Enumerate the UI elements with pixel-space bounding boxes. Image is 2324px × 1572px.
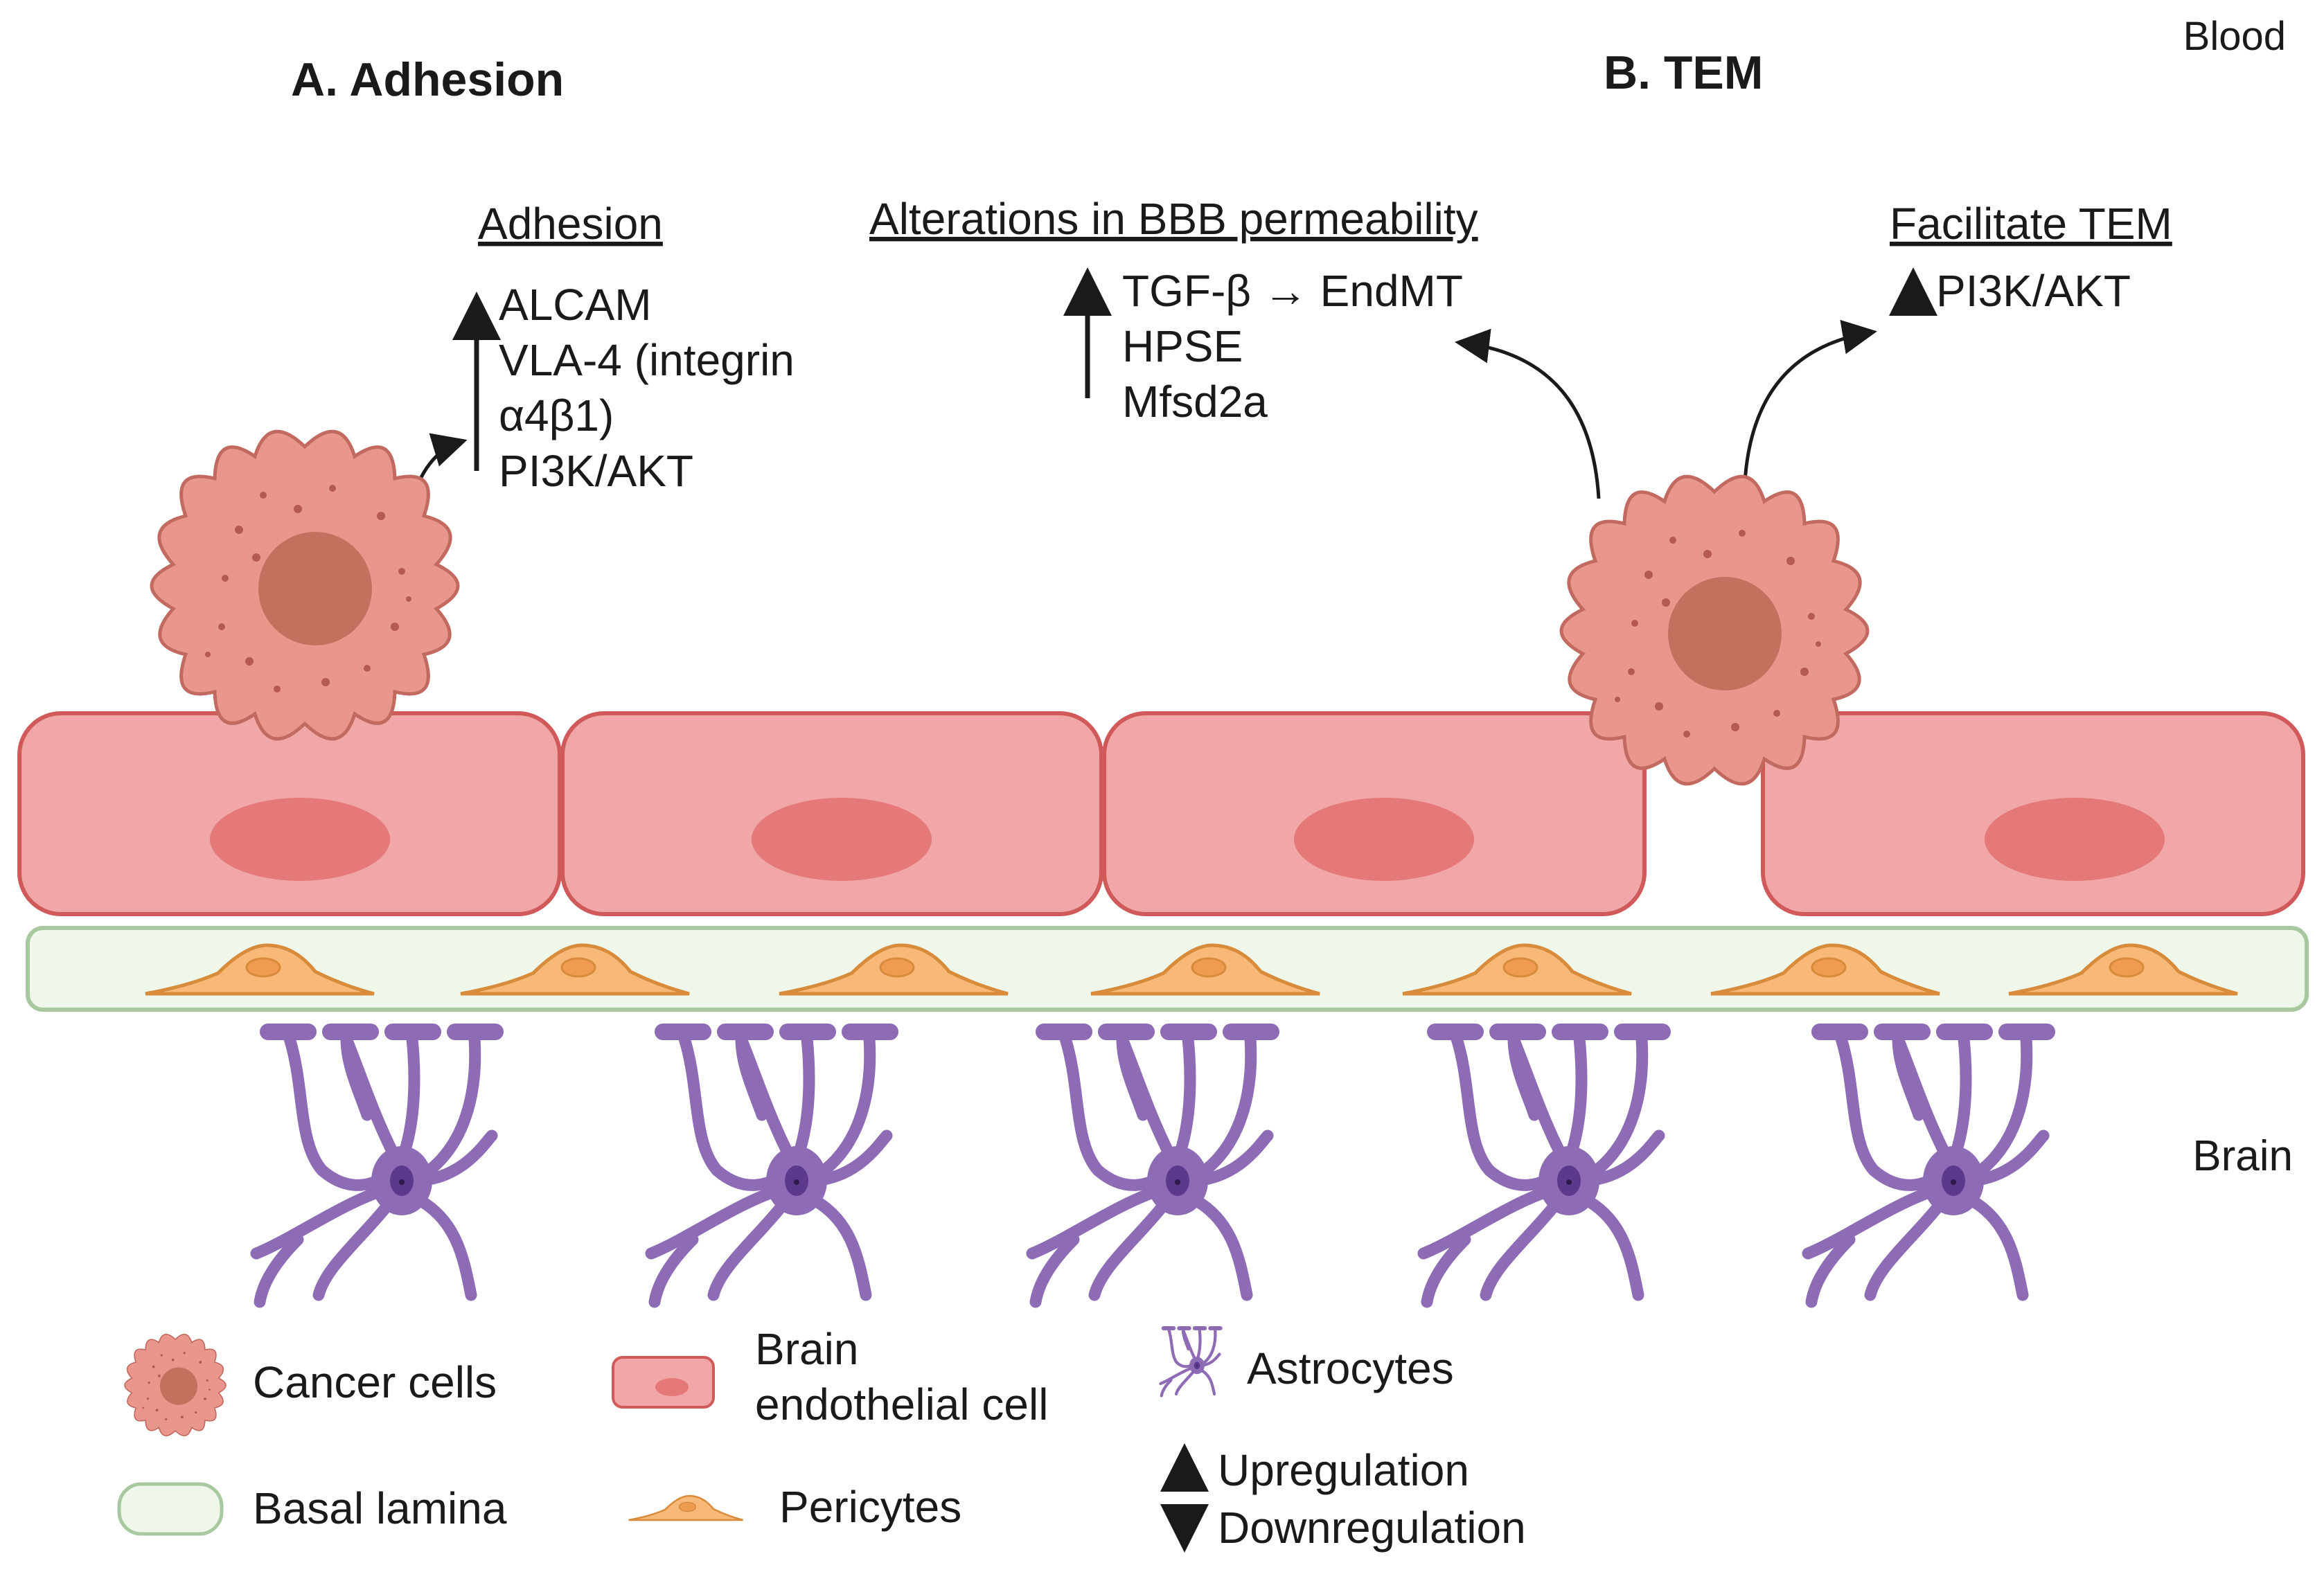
legend-endothelial-label-line1: Brain <box>755 1324 858 1374</box>
section-a-title: A. Adhesion <box>291 53 564 106</box>
legend-endothelial-label-line2: endothelial cell <box>755 1379 1048 1429</box>
astrocyte <box>1423 1024 1671 1302</box>
tem-annotation: Facilitate TEM PI3K/AKT <box>1889 199 2172 316</box>
legend-downregulation-label: Downregulation <box>1218 1503 1526 1553</box>
adhesion-heading: Adhesion <box>478 199 663 249</box>
permeability-curved-arrow <box>1455 328 1601 499</box>
adhesion-item: PI3K/AKT <box>499 446 693 496</box>
blood-label: Blood <box>2183 14 2286 59</box>
legend-pericytes-label: Pericytes <box>779 1482 961 1532</box>
permeability-annotation: Alterations in BBB permeability TGF-β → … <box>869 194 1478 427</box>
legend-pericyte-icon <box>628 1494 744 1521</box>
tem-curved-arrow <box>1742 319 1877 499</box>
permeability-item: TGF-β → EndMT <box>1122 266 1463 316</box>
adhesion-annotation: Adhesion ALCAM VLA-4 (integrin α4β1) PI3… <box>452 199 795 496</box>
legend-upregulation-label: Upregulation <box>1218 1445 1469 1495</box>
permeability-item: Mfsd2a <box>1122 377 1268 427</box>
endothelial-cell <box>1102 711 1647 916</box>
legend: Cancer cells Brain endothelial cell Astr… <box>117 1324 1526 1553</box>
astrocyte <box>1808 1024 2055 1302</box>
legend-astrocyte-icon <box>1161 1326 1223 1396</box>
endothelial-cell <box>1761 711 2305 916</box>
legend-cancer-cell-icon <box>124 1333 227 1437</box>
section-b-title: B. TEM <box>1604 46 1763 99</box>
legend-astrocytes-label: Astrocytes <box>1247 1343 1454 1393</box>
endothelial-cell <box>560 711 1103 916</box>
permeability-heading: Alterations in BBB permeability <box>869 194 1478 244</box>
legend-cancer-cells-label: Cancer cells <box>253 1357 497 1407</box>
legend-basal-lamina-label: Basal lamina <box>253 1483 507 1533</box>
astrocyte <box>651 1024 898 1302</box>
legend-endothelial-icon <box>612 1356 715 1409</box>
adhesion-item: α4β1) <box>499 391 614 440</box>
tem-heading: Facilitate TEM <box>1890 199 2172 249</box>
cancer-cell-tem <box>1561 476 1868 784</box>
tem-item: PI3K/AKT <box>1936 266 2131 316</box>
adhesion-item: VLA-4 (integrin <box>499 335 795 385</box>
permeability-item: HPSE <box>1122 321 1243 371</box>
astrocyte <box>256 1024 504 1302</box>
brain-label: Brain <box>2192 1132 2293 1180</box>
cancer-cell-adhesion <box>152 431 458 739</box>
legend-basal-lamina-icon <box>117 1482 224 1536</box>
astrocyte <box>1032 1024 1279 1302</box>
endothelial-cell <box>17 711 562 916</box>
adhesion-item: ALCAM <box>499 280 652 330</box>
